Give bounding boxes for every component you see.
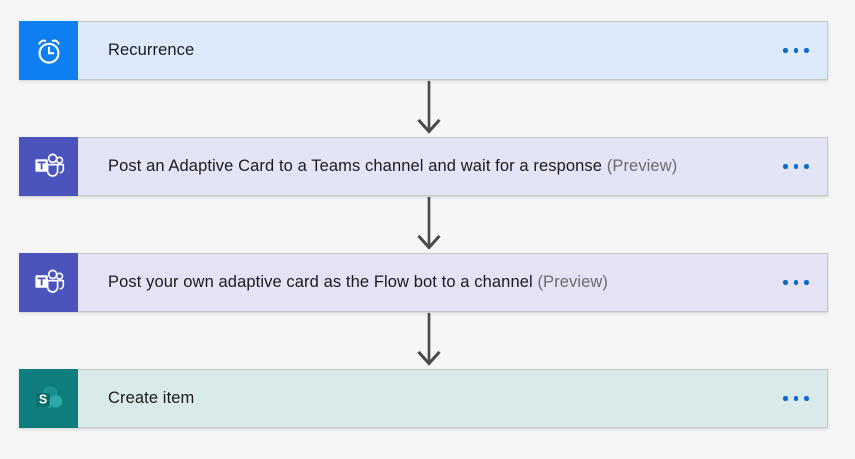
- svg-text:S: S: [38, 392, 46, 406]
- more-options-icon[interactable]: [765, 137, 827, 196]
- more-options-icon[interactable]: [765, 369, 827, 428]
- more-options-icon[interactable]: [765, 21, 827, 80]
- preview-badge: (Preview): [537, 273, 609, 291]
- flow-step-card-create-item[interactable]: S Create item: [19, 369, 828, 428]
- flow-connector-arrow: [415, 313, 443, 369]
- preview-badge: (Preview): [606, 157, 678, 175]
- flow-step-title: Post an Adaptive Card to a Teams channel…: [78, 157, 765, 176]
- alarm-clock-icon: [19, 21, 78, 80]
- flow-step-card-recurrence[interactable]: Recurrence: [19, 21, 828, 80]
- flow-step-card-post-adaptive-card-wait-response[interactable]: Post an Adaptive Card to a Teams channel…: [19, 137, 828, 196]
- microsoft-teams-icon: [19, 253, 78, 312]
- flow-connector-arrow: [415, 81, 443, 137]
- flow-connector-arrow: [415, 197, 443, 253]
- sharepoint-icon: S: [19, 369, 78, 428]
- flow-step-title-text: Recurrence: [108, 41, 195, 59]
- flow-step-title: Post your own adaptive card as the Flow …: [78, 273, 765, 292]
- more-options-icon[interactable]: [765, 253, 827, 312]
- microsoft-teams-icon: [19, 137, 78, 196]
- flow-step-title-text: Post your own adaptive card as the Flow …: [108, 273, 533, 291]
- flow-step-title: Recurrence: [78, 41, 765, 60]
- flow-step-title-text: Post an Adaptive Card to a Teams channel…: [108, 157, 603, 175]
- flow-step-card-post-own-adaptive-card-flow-bot[interactable]: Post your own adaptive card as the Flow …: [19, 253, 828, 312]
- flow-step-title-text: Create item: [108, 389, 195, 407]
- flow-step-title: Create item: [78, 389, 765, 408]
